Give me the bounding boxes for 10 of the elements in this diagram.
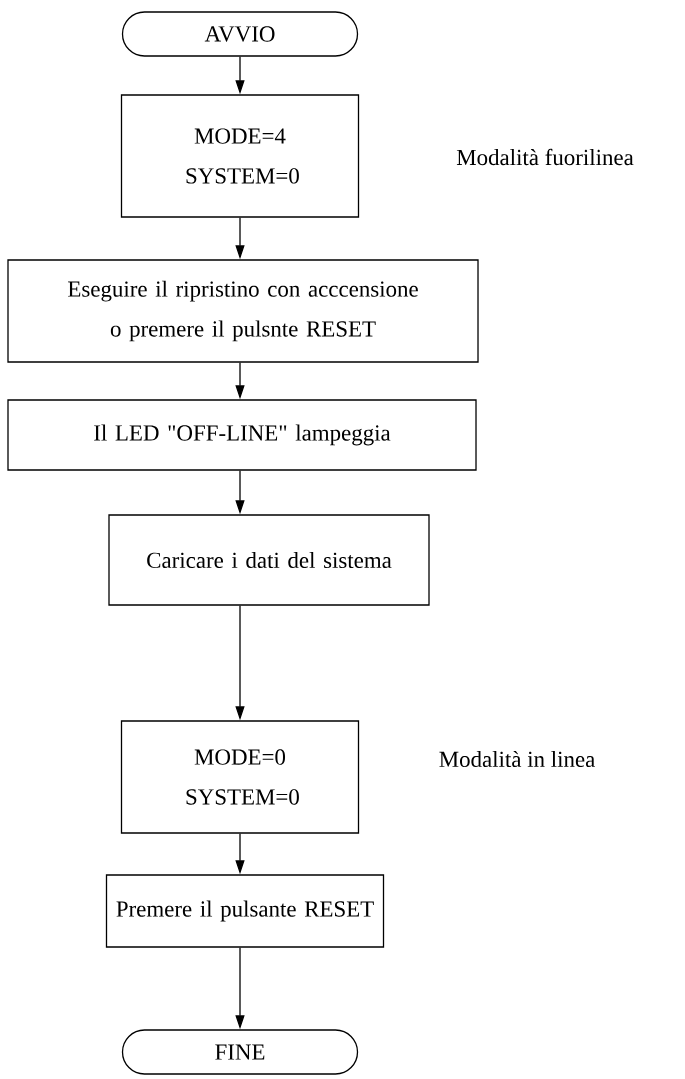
side-note: Modalità in linea [439,750,595,768]
terminal-box: AVVIO [121,11,359,57]
process-box: MODE=4 SYSTEM=0 [120,94,360,218]
process-box: Eseguire il ripristino con acccensione o premere il pulsnte RESET [7,259,479,363]
process-box: Caricare i dati del sistema [108,514,430,606]
side-note: Modalità fuorilinea [456,148,634,166]
process-box: Il LED "OFF-LINE" lampeggia [7,399,477,471]
process-box: MODE=0 SYSTEM=0 [120,720,360,834]
terminal-box: FINE [121,1029,359,1075]
process-box: Premere il pulsante RESET [105,874,385,948]
